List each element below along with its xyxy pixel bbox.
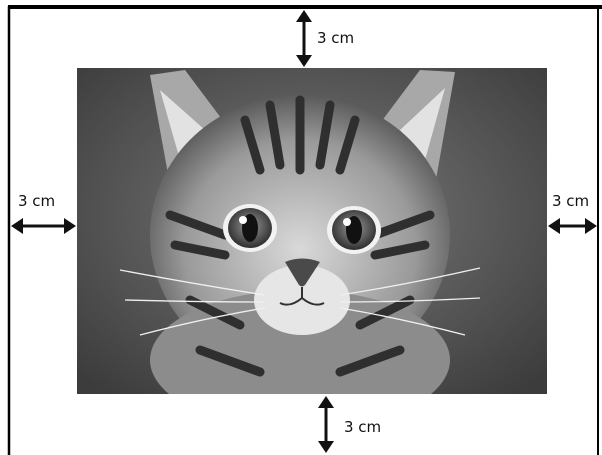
bottom-margin-label: 3 cm <box>344 418 381 436</box>
right-margin-label: 3 cm <box>552 192 589 210</box>
left-margin-label: 3 cm <box>18 192 55 210</box>
left-margin-dimension: 3 cm <box>11 192 76 234</box>
top-margin-dimension: 3 cm <box>296 10 354 67</box>
right-margin-dimension: 3 cm <box>548 192 597 234</box>
page-frame <box>7 5 602 455</box>
top-margin-label: 3 cm <box>317 29 354 47</box>
kitten-photo <box>77 68 547 394</box>
bottom-margin-dimension: 3 cm <box>318 396 381 453</box>
